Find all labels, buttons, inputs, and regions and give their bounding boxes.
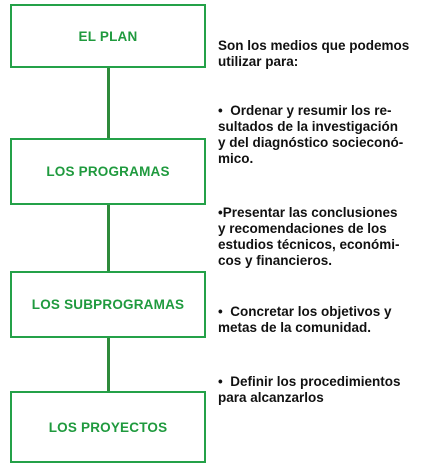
bullet-line: • Definir los procedimientos xyxy=(218,374,401,389)
bullet-line: •Presentar las conclusiones xyxy=(218,205,398,220)
box-los-subprogramas-label: LOS SUBPROGRAMAS xyxy=(31,297,185,312)
bullet-line: y del diagnóstico socieconó- xyxy=(218,135,404,150)
bullet-line: • Concretar los objetivos y xyxy=(218,304,392,319)
bullet-item-presentar: •Presentar las conclusiones y recomendac… xyxy=(218,205,400,269)
intro-text: Son los medios que podemos utilizar para… xyxy=(218,38,409,70)
connector-line xyxy=(107,68,110,138)
bullet-line: mico. xyxy=(218,151,254,166)
box-los-programas: LOS PROGRAMAS xyxy=(10,138,206,205)
connector-line xyxy=(107,338,110,391)
bullet-line: sultados de la investigación xyxy=(218,119,399,134)
box-los-subprogramas: LOS SUBPROGRAMAS xyxy=(10,271,206,338)
box-el-plan: EL PLAN xyxy=(10,4,206,68)
bullet-line: y recomendaciones de los xyxy=(218,221,387,236)
box-los-proyectos-label: LOS PROYECTOS xyxy=(48,419,168,435)
bullet-line: estudios técnicos, económi- xyxy=(218,237,400,252)
bullet-line: metas de la comunidad. xyxy=(218,320,372,335)
intro-line: utilizar para: xyxy=(218,54,299,69)
box-los-proyectos: LOS PROYECTOS xyxy=(10,391,206,463)
connector-line xyxy=(107,205,110,271)
bullet-item-ordenar: • Ordenar y resumir los re- sultados de … xyxy=(218,103,403,167)
bullet-item-concretar: • Concretar los objetivos y metas de la … xyxy=(218,304,392,336)
box-el-plan-label: EL PLAN xyxy=(78,28,138,44)
bullet-line: cos y financieros. xyxy=(218,253,333,268)
box-los-programas-label: LOS PROGRAMAS xyxy=(46,164,170,179)
bullet-item-definir: • Definir los procedimientos para alcanz… xyxy=(218,374,401,406)
intro-line: Son los medios que podemos xyxy=(218,38,410,53)
bullet-line: para alcanzarlos xyxy=(218,390,324,405)
bullet-line: • Ordenar y resumir los re- xyxy=(218,103,392,118)
